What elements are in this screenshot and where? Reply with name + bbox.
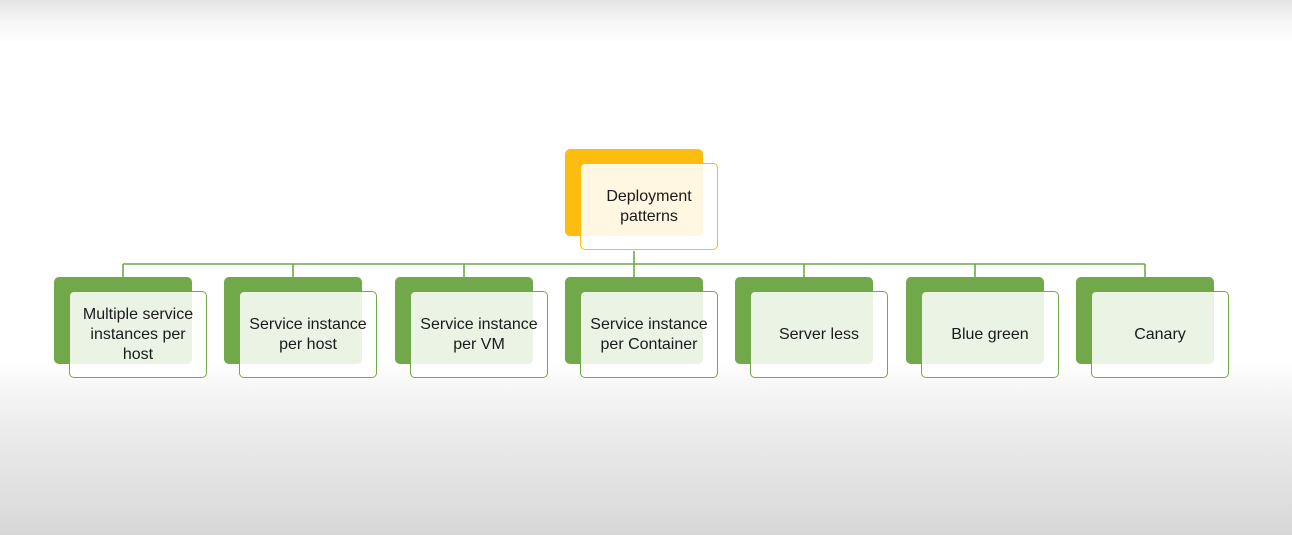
child-node-label: Service instance per host — [249, 315, 367, 353]
root-node-label: Deployment patterns — [606, 187, 692, 225]
child-node-label: Service instance per VM — [420, 315, 538, 353]
child-node-box: Multiple service instances per host — [69, 291, 207, 378]
child-node-label: Canary — [1134, 325, 1186, 343]
child-node-box: Service instance per host — [239, 291, 377, 378]
child-node-box: Blue green — [921, 291, 1059, 378]
child-node-label: Service instance per Container — [590, 315, 708, 353]
root-node-box: Deployment patterns — [580, 163, 718, 250]
child-node-label: Blue green — [951, 325, 1029, 343]
child-node-box: Service instance per Container — [580, 291, 718, 378]
child-node-label: Server less — [778, 325, 860, 343]
child-node-label: Multiple service instances per host — [82, 305, 194, 363]
child-node-box: Server less — [750, 291, 888, 378]
child-node-box: Canary — [1091, 291, 1229, 378]
child-node-box: Service instance per VM — [410, 291, 548, 378]
